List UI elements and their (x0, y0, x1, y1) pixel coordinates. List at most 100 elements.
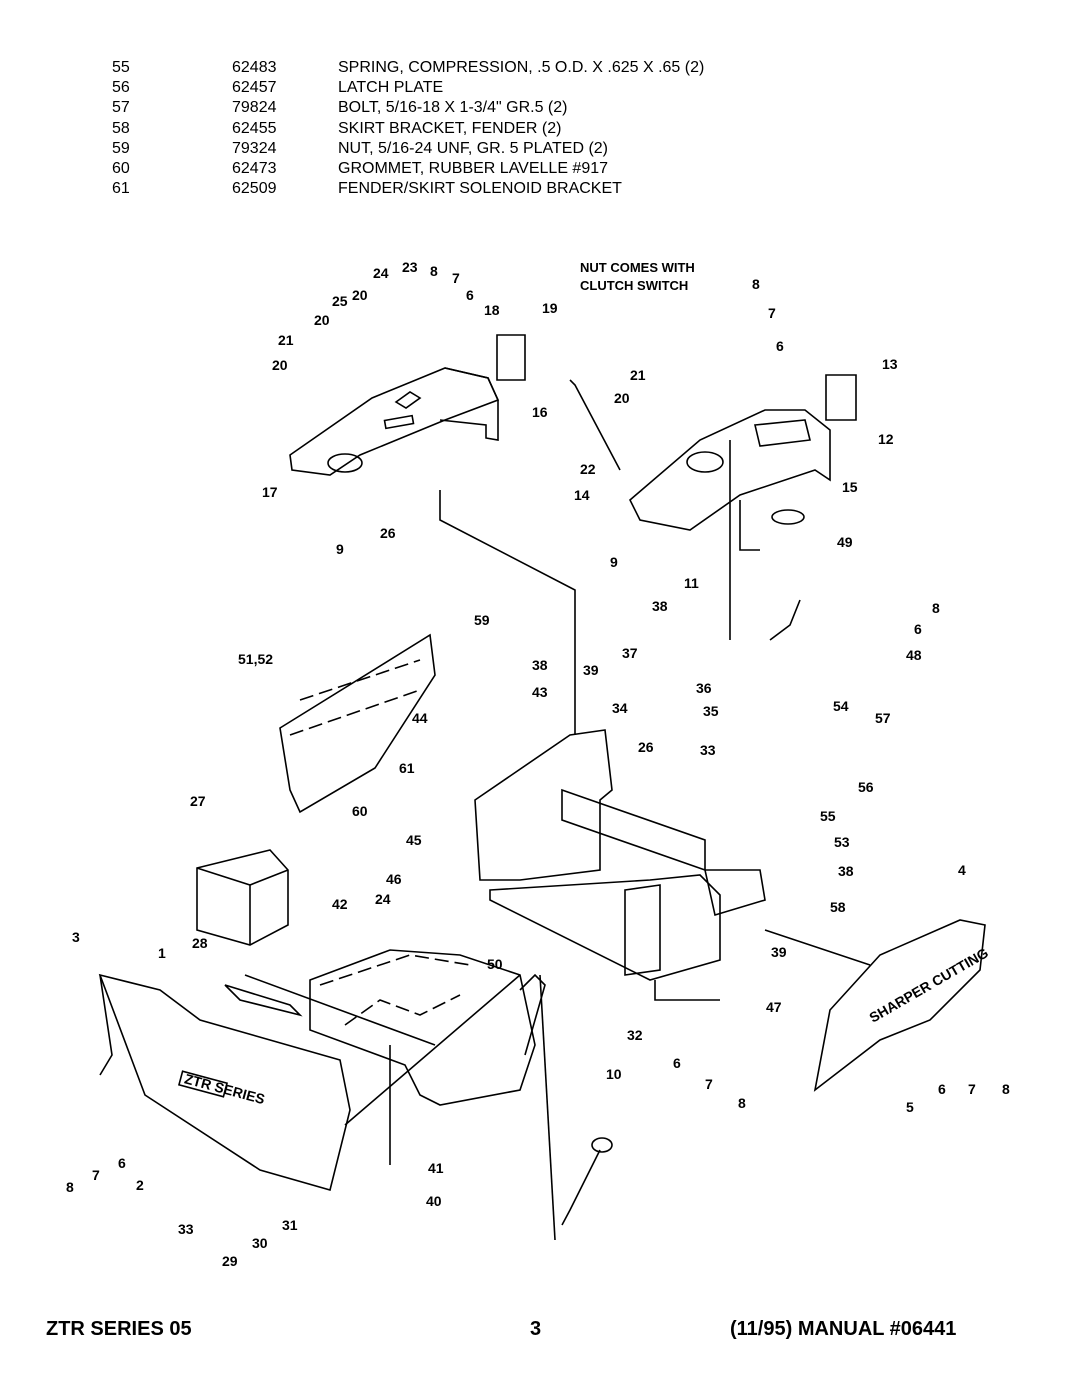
item-number: 55 (112, 59, 130, 76)
callout: 58 (830, 899, 846, 915)
callout: 43 (532, 684, 548, 700)
callout: 47 (766, 999, 782, 1015)
part-number: 62457 (232, 79, 277, 96)
callout: 6 (118, 1155, 126, 1171)
callout: 21 (630, 367, 646, 383)
callout: 9 (610, 554, 618, 570)
callout: 51,52 (238, 651, 273, 667)
callout: 12 (878, 431, 894, 447)
callout: 2 (136, 1177, 144, 1193)
callout: 8 (752, 276, 760, 292)
item-number: 58 (112, 120, 130, 137)
callout: 15 (842, 479, 858, 495)
callout: 34 (612, 700, 628, 716)
part-number: 62509 (232, 180, 277, 197)
part-description: FENDER/SKIRT SOLENOID BRACKET (338, 180, 622, 197)
part-number: 62473 (232, 160, 277, 177)
callout: 32 (627, 1027, 643, 1043)
part-number: 62455 (232, 120, 277, 137)
decal-13 (825, 374, 857, 421)
callout: 8 (738, 1095, 746, 1111)
callout: 55 (820, 808, 836, 824)
callout: 26 (380, 525, 396, 541)
decal-19 (496, 334, 526, 381)
callout: 29 (222, 1253, 238, 1269)
callout: 3 (72, 929, 80, 945)
item-number: 59 (112, 140, 130, 157)
callout: 26 (638, 739, 654, 755)
callout: 8 (66, 1179, 74, 1195)
callout: 38 (532, 657, 548, 673)
callout: 57 (875, 710, 891, 726)
callout: 49 (837, 534, 853, 550)
callout: 50 (487, 956, 503, 972)
callout: 1 (158, 945, 166, 961)
callout: 20 (272, 357, 288, 373)
callout: 39 (771, 944, 787, 960)
part-number: 62483 (232, 59, 277, 76)
item-number: 60 (112, 160, 130, 177)
callout: 38 (838, 863, 854, 879)
callout: 7 (705, 1076, 713, 1092)
item-number: 57 (112, 99, 130, 116)
callout: 16 (532, 404, 548, 420)
callout: 25 (332, 293, 348, 309)
callout: 61 (399, 760, 415, 776)
part-description: BOLT, 5/16-18 X 1-3/4" GR.5 (2) (338, 99, 568, 116)
skirt-decal-text: ZTR SERIES (183, 1070, 267, 1107)
part-description: LATCH PLATE (338, 79, 444, 96)
callout: 46 (386, 871, 402, 887)
callout: 48 (906, 647, 922, 663)
callout: 24 (375, 891, 391, 907)
part-number: 79824 (232, 99, 277, 116)
callout: 59 (474, 612, 490, 628)
callout: 9 (336, 541, 344, 557)
part-description: SKIRT BRACKET, FENDER (2) (338, 120, 562, 137)
callout-labels: 24 23 8 7 25 20 6 18 19 20 21 20 16 17 2… (66, 259, 1010, 1269)
callout: 41 (428, 1160, 444, 1176)
callout: 6 (673, 1055, 681, 1071)
callout: 23 (402, 259, 418, 275)
callout: 10 (606, 1066, 622, 1082)
callout: 7 (92, 1167, 100, 1183)
callout: 7 (452, 270, 460, 286)
part-description: NUT, 5/16-24 UNF, GR. 5 PLATED (2) (338, 140, 608, 157)
callout: 6 (466, 287, 474, 303)
part-description: SPRING, COMPRESSION, .5 O.D. X .625 X .6… (338, 59, 705, 76)
callout: 33 (178, 1221, 194, 1237)
callout: 7 (968, 1081, 976, 1097)
callout: 53 (834, 834, 850, 850)
callout: 35 (703, 703, 719, 719)
part-number: 79324 (232, 140, 277, 157)
callout: 27 (190, 793, 206, 809)
callout: 13 (882, 356, 898, 372)
fender-decal-text: SHARPER CUTTING (866, 944, 991, 1025)
callout: 5 (906, 1099, 914, 1115)
callout: 30 (252, 1235, 268, 1251)
item-number: 61 (112, 180, 130, 197)
callout: 20 (614, 390, 630, 406)
callout: 33 (700, 742, 716, 758)
callout: 38 (652, 598, 668, 614)
callout: 20 (352, 287, 368, 303)
callout: 6 (776, 338, 784, 354)
callout: 6 (938, 1081, 946, 1097)
diagram-drawing (98, 334, 986, 1241)
callout: 11 (684, 575, 699, 591)
footer-series: ZTR SERIES 05 (46, 1318, 192, 1340)
callout: 20 (314, 312, 330, 328)
footer-manual: (11/95) MANUAL #06441 (730, 1318, 957, 1340)
callout: 39 (583, 662, 599, 678)
part-description: GROMMET, RUBBER LAVELLE #917 (338, 160, 609, 177)
callout: 56 (858, 779, 874, 795)
callout: 14 (574, 487, 590, 503)
callout: 24 (373, 265, 389, 281)
callout: 4 (958, 862, 966, 878)
callout: 40 (426, 1193, 442, 1209)
diagram-note-line1: NUT COMES WITH (580, 260, 695, 275)
callout: 28 (192, 935, 208, 951)
callout: 45 (406, 832, 422, 848)
callout: 8 (932, 600, 940, 616)
callout: 7 (768, 305, 776, 321)
